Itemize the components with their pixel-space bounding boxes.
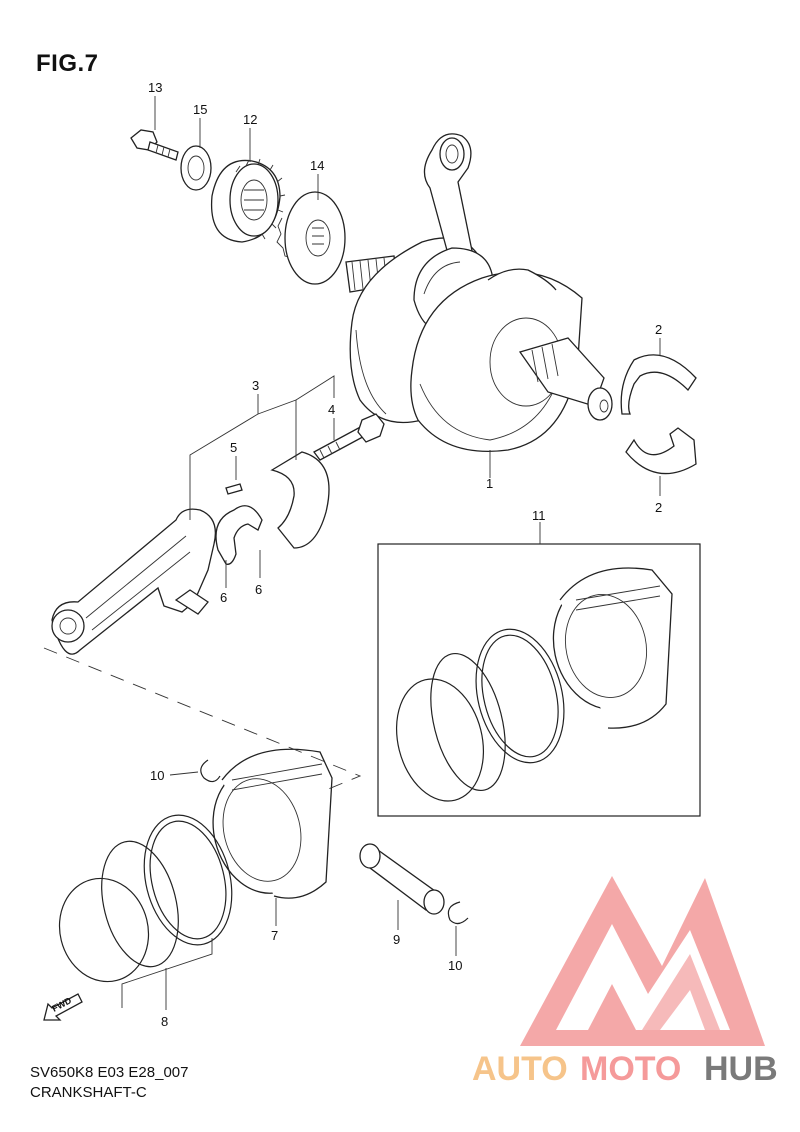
part-6-bearing-half-left	[215, 505, 263, 565]
leader-lines	[43, 96, 661, 1010]
watermark-text: AUTO MOTO HUB	[472, 1050, 778, 1088]
callout-3: 3	[252, 378, 259, 393]
part-9-piston-pin	[359, 843, 445, 915]
callout-10-upper: 10	[150, 768, 164, 783]
part-11-box	[377, 543, 701, 817]
watermark-text-auto: AUTO	[472, 1050, 568, 1088]
callout-10-lower: 10	[448, 958, 462, 973]
callout-15: 15	[193, 102, 207, 117]
part-2-bearing-upper	[620, 354, 697, 415]
part-12-gear	[210, 158, 286, 243]
watermark-text-moto: MOTO	[580, 1050, 681, 1088]
part-7-piston	[212, 748, 333, 899]
diagram-name: CRANKSHAFT-C	[30, 1084, 147, 1101]
callout-7: 7	[271, 928, 278, 943]
part-14-plate	[276, 191, 346, 285]
part-13-bolt	[130, 129, 179, 161]
callout-13: 13	[148, 80, 162, 95]
diagram-code: SV650K8 E03 E28_007	[30, 1064, 189, 1081]
part-4-bolt	[313, 413, 385, 461]
callout-6-left: 6	[220, 590, 227, 605]
callout-14: 14	[310, 158, 324, 173]
callout-1: 1	[486, 476, 493, 491]
callout-4: 4	[328, 402, 335, 417]
part-2-bearing-lower	[625, 427, 697, 475]
part-10-circlip-upper	[200, 759, 221, 783]
callout-5: 5	[230, 440, 237, 455]
fwd-arrow-icon: FWD	[43, 993, 83, 1021]
figure-title: FIG.7	[36, 50, 99, 77]
callout-2-upper: 2	[655, 322, 662, 337]
watermark-text-hub: HUB	[704, 1050, 778, 1088]
part-6-bearing-half-right	[270, 451, 330, 549]
callout-2-lower: 2	[655, 500, 662, 515]
part-10-circlip-lower	[447, 901, 469, 925]
callout-12: 12	[243, 112, 257, 127]
part-5-pin	[225, 483, 243, 495]
part-3-connecting-rod	[51, 508, 217, 655]
part-15-washer	[180, 145, 212, 191]
callout-9: 9	[393, 932, 400, 947]
callout-11: 11	[532, 508, 546, 523]
watermark-logo-icon	[520, 876, 765, 1046]
callout-6-right: 6	[255, 582, 262, 597]
callout-numbers: 13 15 12 14 2 3 4 5 1 2 11 6 6 10 7 9 10…	[148, 80, 662, 1029]
callout-8: 8	[161, 1014, 168, 1029]
part-8-piston-rings	[58, 814, 233, 983]
part-1-crankshaft	[345, 133, 613, 453]
part-11-piston-set	[395, 567, 673, 802]
